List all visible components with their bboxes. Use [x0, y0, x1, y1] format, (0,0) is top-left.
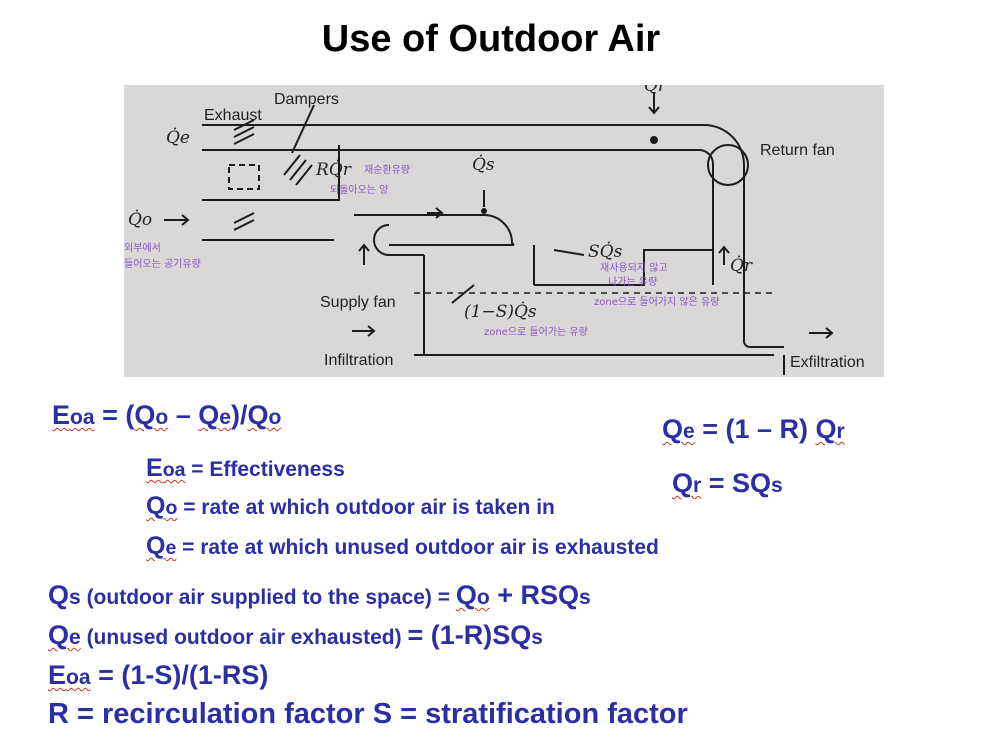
sqs-symbol: SQ̇s	[588, 242, 623, 262]
return-fan-label: Return fan	[760, 142, 835, 159]
hvac-diagram-photo: Dampers Exhaust Return fan Supply fan In…	[124, 85, 884, 377]
hvac-diagram: Dampers Exhaust Return fan Supply fan In…	[124, 85, 865, 375]
qr-right-symbol: Q̇r	[730, 256, 753, 276]
sqs-note-1: 재사용되지 않고	[600, 262, 668, 274]
exfiltration-label: Exfiltration	[790, 354, 865, 371]
qs-symbol: Q̇s	[472, 155, 495, 175]
slide-title: Use of Outdoor Air	[321, 18, 661, 60]
eoa-stratification-equation: Eoa = (1-S)/(1-RS)	[48, 660, 269, 690]
one-minus-s-qs-symbol: (1−S)Q̇s	[464, 302, 537, 322]
rqr-note-1: 재순환유량	[364, 164, 410, 176]
one-minus-s-note: zone으로 들어가는 유량	[484, 326, 588, 338]
factors-definition: R = recirculation factor S = stratificat…	[48, 698, 688, 730]
eoa-definition-line: Eoa = Effectiveness	[146, 454, 345, 482]
qs-supply-equation: Qs (outdoor air supplied to the space) =…	[48, 580, 591, 610]
eoa-definition-equation: Eoa = (Qo – Qe)/Qo	[52, 400, 282, 430]
qo-note-2: 들어오는 공기유량	[124, 258, 201, 270]
qr-equation: Qr = SQs	[672, 468, 783, 498]
exhaust-label: Exhaust	[204, 107, 262, 124]
qo-symbol: Q̇o	[128, 210, 152, 230]
eoa-symbol: E	[52, 400, 71, 430]
sqs-note-3: zone으로 들어가지 않은 유량	[594, 296, 719, 308]
qr-top-symbol: Q̇r	[644, 85, 667, 96]
qe-definition-line: Qe = rate at which unused outdoor air is…	[146, 532, 659, 560]
rqr-note-2: 되돌아오는 양	[330, 184, 388, 196]
qe-symbol: Q̇e	[166, 128, 190, 148]
sqs-note-2: 나가는 유량	[608, 276, 657, 288]
qe-recirculation-equation: Qe = (1 – R) Qr	[662, 414, 845, 444]
qo-definition-line: Qo = rate at which outdoor air is taken …	[146, 492, 555, 520]
dampers-label: Dampers	[274, 91, 339, 108]
supply-fan-label: Supply fan	[320, 294, 396, 311]
qe-exhaust-equation: Qe (unused outdoor air exhausted) = (1-R…	[48, 620, 543, 650]
qo-note-1: 외부에서	[124, 242, 161, 254]
rqr-symbol: RQ̇r	[315, 160, 352, 180]
infiltration-label: Infiltration	[324, 352, 393, 369]
